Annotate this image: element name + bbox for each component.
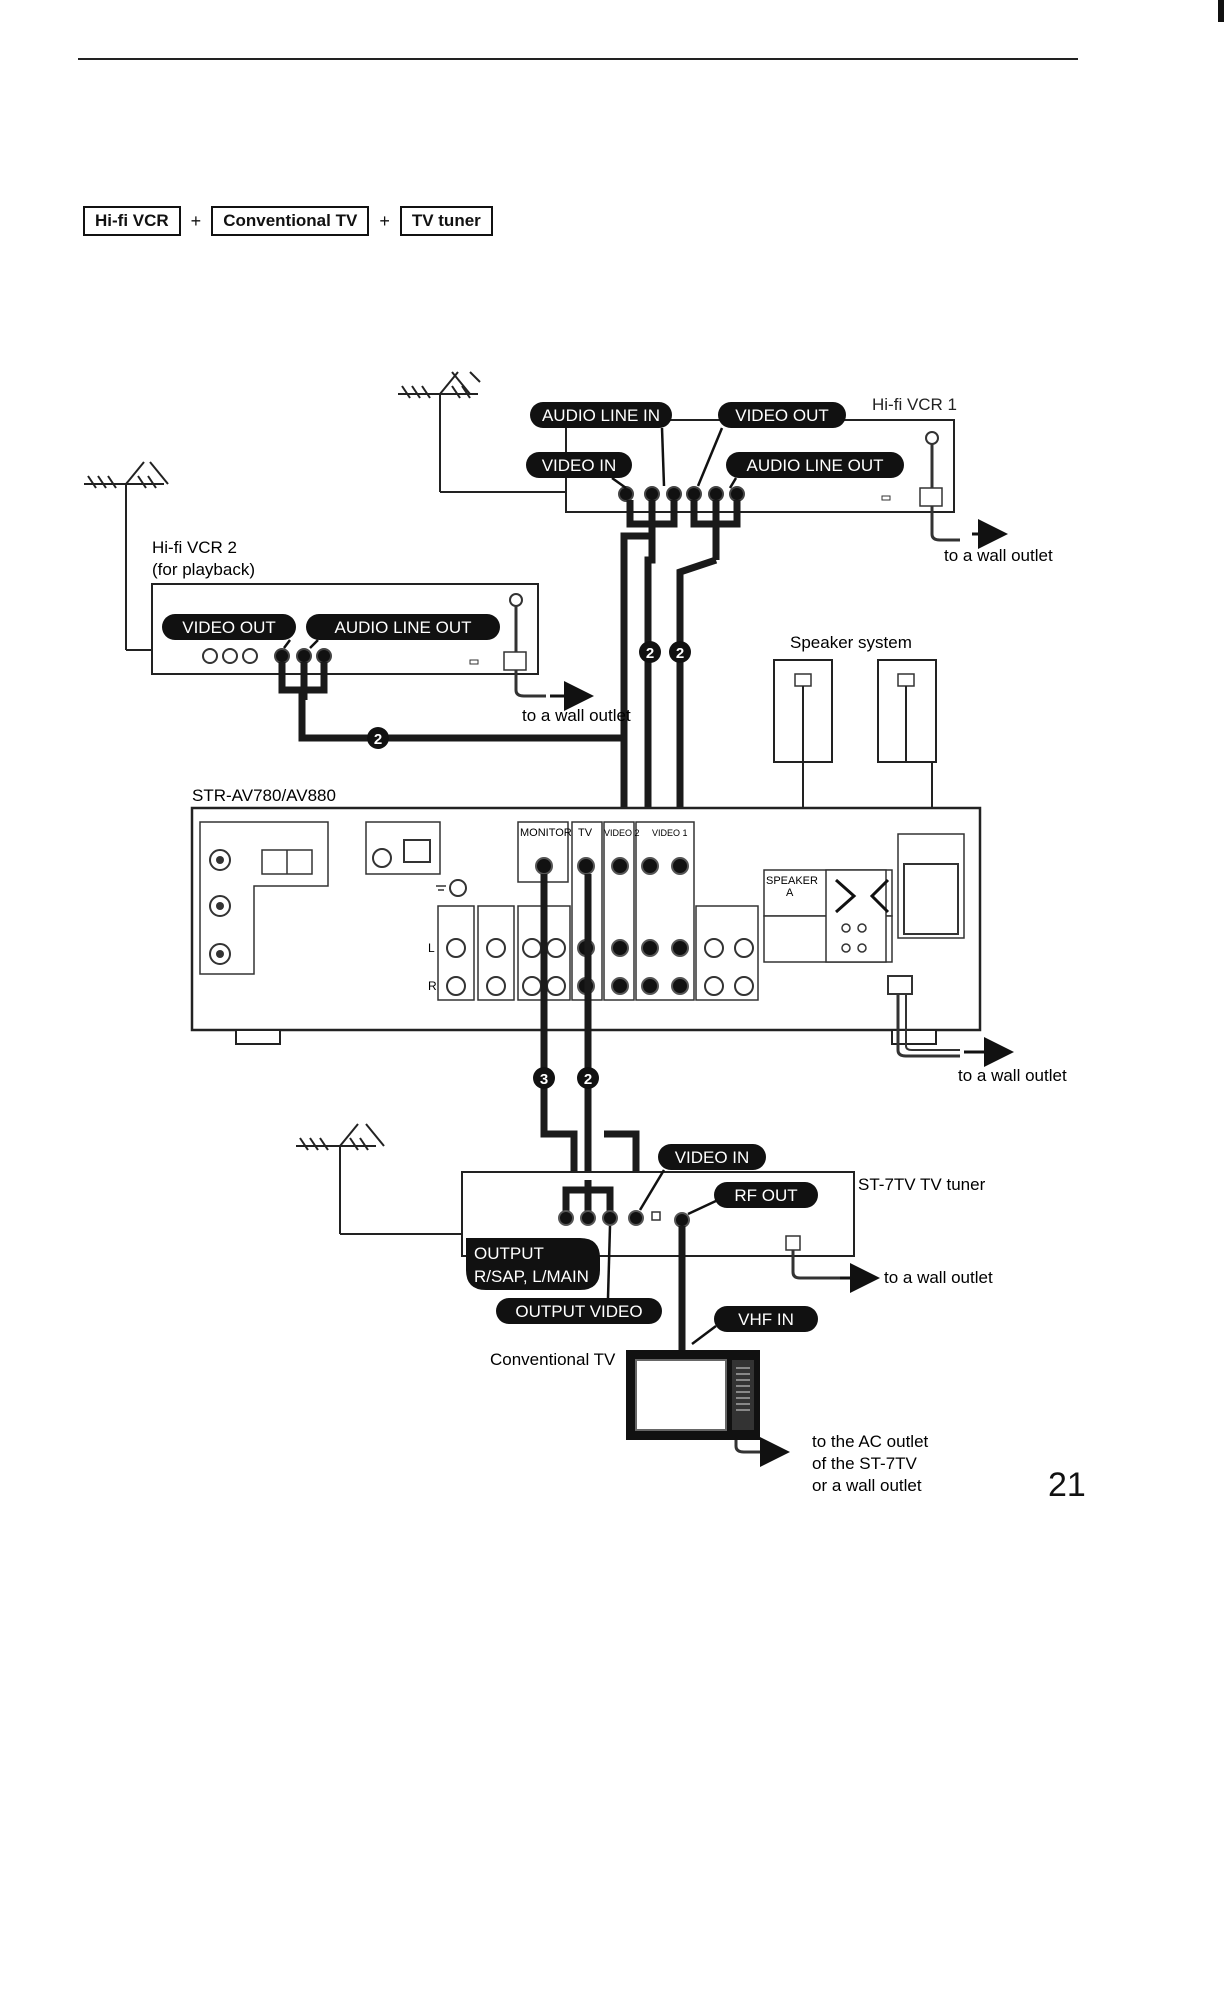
svg-text:2: 2 <box>646 645 654 662</box>
vcr1-tag-audio-line-in: AUDIO LINE IN <box>530 402 672 487</box>
receiver-tv-label: TV <box>578 827 593 839</box>
vcr1-tag-audio-line-out: AUDIO LINE OUT <box>726 452 904 489</box>
tuner-tag-output: OUTPUT R/SAP, L/MAIN <box>466 1238 600 1290</box>
plus-sign: + <box>190 210 202 231</box>
cable-marker-vcr2: 2 <box>367 727 389 749</box>
tuner-tag-output-video: OUTPUT VIDEO <box>496 1225 662 1324</box>
vcr2-cables <box>278 662 628 862</box>
vcr2-tag-video-out: VIDEO OUT <box>162 614 296 649</box>
tv-outlet-line3: or a wall outlet <box>812 1476 922 1495</box>
svg-text:VIDEO IN: VIDEO IN <box>675 1148 750 1167</box>
tv-outlet-line1: to the AC outlet <box>812 1432 929 1451</box>
receiver-speaker-a-label: A <box>786 887 794 899</box>
svg-text:2: 2 <box>676 645 684 662</box>
receiver-video1-label: VIDEO 1 <box>652 828 688 838</box>
receiver-r-label: R <box>428 979 437 993</box>
cable-marker-tv: 2 <box>577 1067 599 1089</box>
svg-text:2: 2 <box>374 731 382 748</box>
setup-combination: Hi-fi VCR + Conventional TV + TV tuner <box>83 206 493 236</box>
svg-text:3: 3 <box>540 1071 548 1088</box>
plus-sign: + <box>379 210 390 231</box>
svg-text:VIDEO OUT: VIDEO OUT <box>735 406 829 425</box>
receiver-model-label: STR-AV780/AV880 <box>192 786 336 805</box>
cable-marker-monitor: 3 <box>533 1067 555 1089</box>
antenna-icon <box>84 461 169 651</box>
svg-text:RF OUT: RF OUT <box>734 1186 797 1205</box>
crumb-conventional-tv: Conventional TV <box>211 206 370 236</box>
page-number: 21 <box>1048 1466 1086 1504</box>
vcr2-outlet-label: to a wall outlet <box>522 706 631 725</box>
tuner-outlet-label: to a wall outlet <box>884 1268 993 1287</box>
vcr1-label: Hi-fi VCR 1 <box>872 395 957 414</box>
antenna-icon <box>398 371 566 493</box>
receiver-video2-label: VIDEO 2 <box>604 828 640 838</box>
cable-marker-vcr1-b: 2 <box>669 641 691 663</box>
vcr1-tag-video-in: VIDEO IN <box>526 452 632 490</box>
binding-edge-mark <box>1218 0 1224 22</box>
speaker-system-label: Speaker system <box>790 633 912 652</box>
tv-label: Conventional TV <box>490 1350 616 1369</box>
header-rule <box>78 58 1078 60</box>
cable-marker-vcr1-a: 2 <box>639 641 661 663</box>
svg-text:VIDEO OUT: VIDEO OUT <box>182 618 276 637</box>
vcr1-jacks <box>618 486 745 502</box>
svg-text:AUDIO LINE OUT: AUDIO LINE OUT <box>335 618 472 637</box>
receiver-l-label: L <box>428 941 435 955</box>
tuner-output-cables <box>562 1180 614 1212</box>
conventional-tv-icon <box>626 1350 760 1454</box>
svg-text:OUTPUT VIDEO: OUTPUT VIDEO <box>515 1302 642 1321</box>
crumb-hifi-vcr: Hi-fi VCR <box>83 206 181 236</box>
svg-text:VIDEO IN: VIDEO IN <box>542 456 617 475</box>
svg-text:AUDIO LINE OUT: AUDIO LINE OUT <box>747 456 884 475</box>
receiver-monitor-label: MONITOR <box>520 827 572 839</box>
svg-text:R/SAP, L/MAIN: R/SAP, L/MAIN <box>474 1267 589 1286</box>
vcr2-tag-audio-line-out: AUDIO LINE OUT <box>306 614 500 649</box>
vcr1-outlet-label: to a wall outlet <box>944 546 1053 565</box>
vcr2-sublabel: (for playback) <box>152 560 255 579</box>
tuner-tag-rf-out: RF OUT <box>687 1182 818 1216</box>
receiver-speaker-label: SPEAKER <box>766 875 818 887</box>
tv-tag-vhf-in: VHF IN <box>691 1306 818 1345</box>
svg-text:OUTPUT: OUTPUT <box>474 1244 544 1263</box>
crumb-tv-tuner: TV tuner <box>399 206 493 236</box>
vcr2-label: Hi-fi VCR 2 <box>152 538 237 557</box>
vcr1-tag-video-out: VIDEO OUT <box>696 402 846 487</box>
svg-text:2: 2 <box>584 1071 592 1088</box>
receiver-outlet-label: to a wall outlet <box>958 1066 1067 1085</box>
tuner-label: ST-7TV TV tuner <box>858 1175 986 1194</box>
svg-text:AUDIO LINE IN: AUDIO LINE IN <box>542 406 660 425</box>
antenna-icon <box>296 1123 462 1235</box>
tv-outlet-line2: of the ST-7TV <box>812 1454 918 1473</box>
svg-text:VHF IN: VHF IN <box>738 1310 794 1329</box>
tuner-tag-video-in: VIDEO IN <box>638 1144 766 1211</box>
